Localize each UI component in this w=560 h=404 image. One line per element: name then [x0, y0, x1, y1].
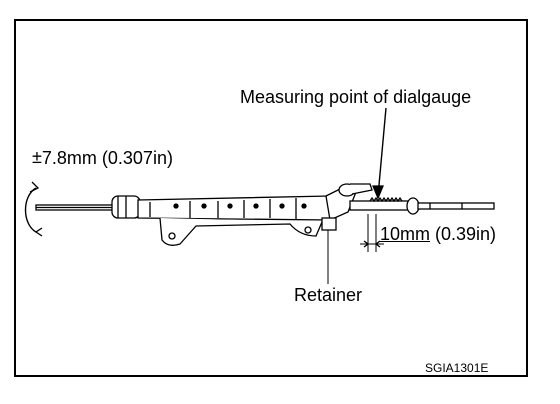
right-tie-rod [417, 202, 495, 210]
plus-minus-sign: ± [32, 147, 42, 167]
distance-value: 10mm [380, 224, 431, 244]
rotation-arrow [24, 187, 37, 233]
retainer-label: Retainer [294, 285, 363, 305]
rotation-value: 7.8mm (0.307in) [41, 148, 173, 168]
measuring-arrow [377, 107, 387, 197]
rack-housing [137, 195, 331, 221]
figure-frame [14, 19, 528, 377]
figure-code: SGIA1301E [425, 361, 489, 375]
retainer-block [321, 217, 337, 231]
rotation-label: ±7.8mm (0.307in) [32, 147, 173, 169]
distance-label: 10mm (0.39in) [380, 224, 496, 245]
rack-bar [349, 200, 415, 211]
housing-details [149, 198, 307, 219]
right-joint [406, 197, 420, 215]
mounting-bracket [159, 217, 323, 246]
measuring-point-label: Measuring point of dialgauge [240, 87, 472, 107]
distance-imperial: (0.39in) [430, 224, 497, 244]
rack-teeth [369, 196, 403, 203]
